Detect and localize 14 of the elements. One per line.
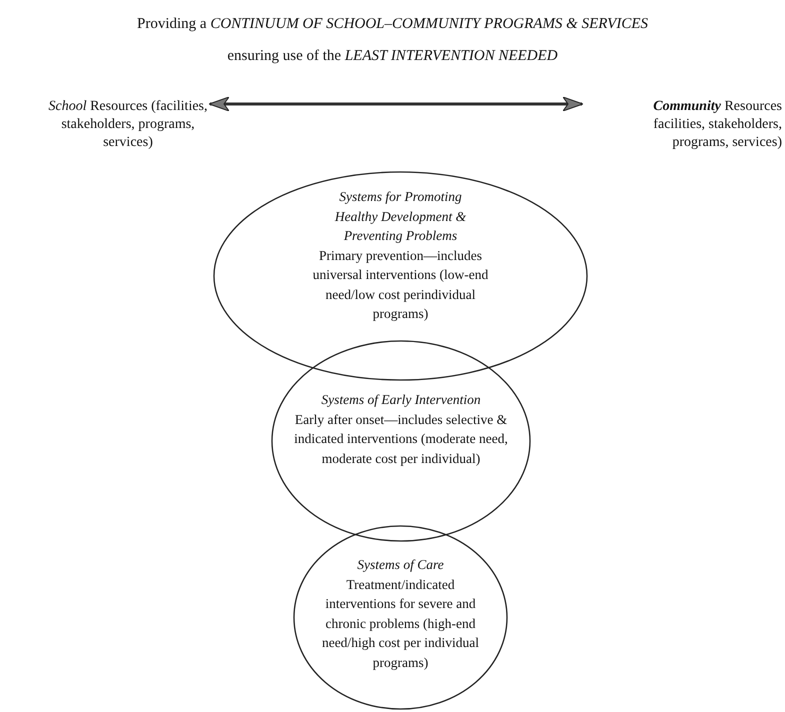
ellipse-heading: Systems of Care xyxy=(356,556,445,574)
heading: Providing a CONTINUUM OF SCHOOL–COMMUNITY PROGRAMS & SERVICES xyxy=(136,16,649,33)
ellipse-description: Treatment/indicated interventions for severe and chronic problems (high-end need/high cost per individual programs) xyxy=(320,576,480,672)
subheading: ensuring use of the LEAST INTERVENTION NEEDED xyxy=(226,48,559,65)
ellipse-node xyxy=(293,525,508,710)
ellipse-description: Early after onset—includes selective & indicated interventions (moderate need, moderate cost per individual) xyxy=(294,410,508,468)
ellipse-node xyxy=(271,340,531,542)
ellipse-node xyxy=(213,171,588,381)
ellipse-heading: Systems for Promoting Healthy Development & Preventing Problems xyxy=(334,188,468,246)
ellipse-description: Primary prevention—includes universal interventions (low-end need/low cost perindividual programs) xyxy=(312,246,490,324)
double-arrow xyxy=(208,96,584,112)
ellipse-heading: Systems of Early Intervention xyxy=(320,391,482,409)
resource-label: Community Resources facilities, stakeholders, programs, services) xyxy=(582,98,782,160)
resource-label: School Resources (facilities, stakeholders, programs, services) xyxy=(46,98,210,160)
